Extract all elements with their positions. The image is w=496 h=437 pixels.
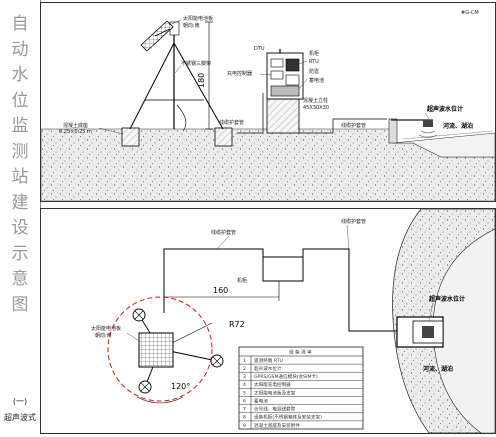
title-char: 意: [11, 269, 29, 289]
subtitle-text: 超声波式: [4, 413, 36, 422]
dtu-label: DTU: [254, 46, 265, 52]
radius-label: R72: [229, 320, 245, 329]
title-char: 图: [11, 294, 29, 315]
title-char: 位: [11, 90, 29, 111]
solar-panel-tilt: 朝向:南: [95, 332, 112, 339]
elevation-view-panel: #G-CM 超声波水位计 河流、湖泊 混凝土底座 0.25×0.25 m: [40, 2, 496, 202]
table-row-number: 7: [243, 407, 246, 413]
angle-label: 120°: [171, 382, 190, 391]
table-title: 设 备 清 单: [289, 349, 312, 356]
table-row-number: 9: [243, 423, 246, 429]
table-rows: 1 遥测终端 RTU 2 超声波水位计 3 GPRS/GSM通信模块(含SIM卡) 4 太阳能…: [239, 357, 363, 429]
plan-drawing: 超声波水位计 河流、湖泊 线缆护套管 线缆护套管 机柜 160 R72 120°: [91, 208, 496, 434]
solar-panel-label: 太阳能电池板: [91, 325, 121, 332]
sensor-label: 超声波水位计: [428, 295, 465, 303]
sensor-icon: [422, 326, 434, 338]
table-row-number: 8: [243, 415, 246, 421]
concrete-base-right: [214, 127, 233, 147]
title-char: 建: [11, 192, 29, 213]
rtu-module: [285, 58, 300, 72]
solar-panel-label: 太阳能电池板: [183, 15, 213, 22]
table-row-text: 设备机柜(不锈钢箱体及安装支架): [254, 414, 322, 421]
battery: [270, 85, 300, 97]
table-row-number: 3: [243, 374, 246, 380]
pillar-label: 混凝土立柱: [303, 97, 328, 104]
angle-arc: [136, 396, 184, 404]
sensor-wave-icon: [418, 134, 438, 138]
table-row-number: 4: [243, 382, 246, 388]
plan-solar-panel: [138, 332, 174, 368]
plan-view-panel: 超声波水位计 河流、湖泊 线缆护套管 线缆护套管 机柜 160 R72 120°: [40, 208, 496, 434]
table-row-number: 1: [243, 358, 246, 364]
sensor-wave-icon: [420, 130, 436, 134]
cable-path-right: [302, 248, 397, 332]
cable-pipe-left: [237, 93, 264, 134]
title-char: 监: [11, 116, 29, 136]
charge-ctrl-label: 充电控制器: [227, 70, 252, 77]
cable-path-left: [163, 248, 264, 313]
table-row-text: 信号线、电源线套管: [254, 406, 296, 413]
charge-controller-module: [270, 70, 284, 80]
solar-panel: [140, 20, 174, 52]
ultrasonic-sensor-icon: [423, 120, 433, 127]
dimension-160-value: 160: [213, 286, 228, 295]
tripod-leg: [129, 42, 175, 130]
sensor-label: 超声波水位计: [426, 105, 463, 113]
table-row-text: 太阳能电池板及支架: [254, 389, 296, 396]
water-label: 河流、湖泊: [443, 122, 473, 130]
title-char: 水: [11, 65, 29, 85]
table-row-text: 遥测终端 RTU: [254, 357, 283, 364]
plan-cabinet: [262, 256, 304, 282]
vertical-title: 自 动 水 位 监 测 站 建 设 示 意 图: [5, 12, 35, 318]
solar-panel-tilt: 朝向:南: [183, 22, 200, 29]
table-row-text: 超声波水位计: [254, 365, 282, 372]
dtu-module: [270, 58, 284, 68]
concrete-base-label: 混凝土底座: [63, 122, 88, 129]
subtitle-number: (一): [12, 397, 28, 406]
table-row-text: GPRS/GSM通信模块(含SIM卡): [254, 373, 318, 380]
water-body: [392, 132, 496, 158]
battery-label: 蓄电池: [309, 77, 324, 84]
tripod-leg: [173, 42, 224, 130]
title-char: 站: [11, 167, 29, 187]
table-row-number: 6: [243, 398, 246, 404]
equipment-table: 设 备 清 单 1 遥测终端 RTU 2 超声波水位计 3 GPRS/GSM通信模块(含S…: [238, 346, 364, 430]
cable-pipe-left-label: 线缆护套管: [219, 119, 244, 126]
lightning-label: 防雷: [309, 68, 319, 75]
cable-pipe-right: [299, 118, 387, 134]
water-surface-line: [402, 130, 494, 140]
concrete-base-size: 0.25×0.25 m: [59, 129, 92, 135]
elevation-drawing: #G-CM 超声波水位计 河流、湖泊 混凝土底座 0.25×0.25 m: [40, 10, 496, 202]
water-label: 河流、湖泊: [423, 365, 453, 373]
table-row-text: 混凝土基座及安装附件: [254, 422, 300, 429]
title-char: 动: [11, 39, 29, 60]
box-label: 机柜: [309, 50, 319, 57]
sidebar: 自 动 水 位 监 测 站 建 设 示 意 图 (一) 超声波式: [0, 0, 41, 434]
table-row-number: 2: [243, 366, 246, 372]
corner-mark: #G-CM: [461, 10, 479, 16]
cable-pipe-top-label: 线缆护套管: [211, 229, 236, 236]
base-radius-circle: [107, 296, 213, 402]
concrete-base-left: [121, 127, 140, 147]
table-row-number: 5: [243, 390, 246, 396]
table-row-text: 蓄电池: [254, 397, 268, 404]
title-char: 设: [11, 218, 29, 238]
table-row-text: 太阳能充电控制器: [254, 381, 291, 388]
cable-pipe-right-label: 线缆护套管: [341, 122, 366, 129]
lightning-module: [285, 74, 300, 86]
box-label: 机柜: [237, 277, 247, 284]
cable-pipe-right-label: 线缆护套管: [341, 218, 366, 225]
title-char: 自: [11, 14, 29, 34]
title-char: 示: [11, 243, 29, 264]
concrete-pillar: [266, 98, 300, 134]
bracket-label: 不锈钢三脚架: [181, 60, 211, 67]
cable: [176, 104, 187, 132]
rtu-label: RTU: [309, 59, 319, 65]
pillar-size: 45X30X30: [303, 105, 329, 111]
height-dimension-value: 180: [197, 73, 206, 88]
title-char: 测: [11, 141, 29, 162]
bank-wall: [388, 118, 398, 144]
